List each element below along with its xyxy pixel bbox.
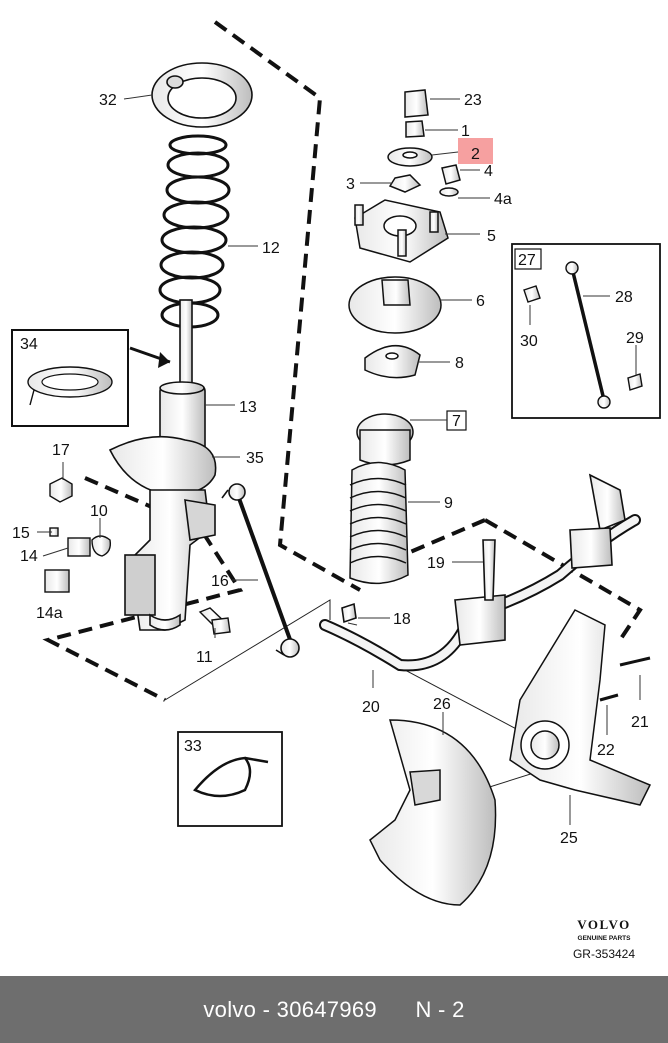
label-11: 11 bbox=[196, 649, 213, 666]
label-2-highlight bbox=[458, 138, 493, 164]
upper-spring-seat bbox=[151, 62, 253, 128]
label-33: 33 bbox=[184, 738, 202, 755]
label-17: 17 bbox=[52, 442, 70, 459]
label-16: 16 bbox=[211, 573, 229, 590]
label-28: 28 bbox=[615, 289, 633, 306]
brake-shield bbox=[369, 719, 497, 906]
part-labels: 32 12 34 13 35 17 10 15 14 14a 11 16 23 … bbox=[12, 92, 649, 847]
label-10: 10 bbox=[90, 503, 108, 520]
label-4a: 4a bbox=[494, 191, 512, 208]
label-25: 25 bbox=[560, 830, 578, 847]
label-9: 9 bbox=[444, 495, 453, 512]
label-19: 19 bbox=[427, 555, 445, 572]
box-27 bbox=[511, 243, 661, 419]
brand-name: VOLVO bbox=[577, 917, 630, 932]
label-21: 21 bbox=[631, 714, 649, 731]
label-23: 23 bbox=[464, 92, 482, 109]
label-30: 30 bbox=[520, 333, 538, 350]
label-20: 20 bbox=[362, 699, 380, 716]
strut-mount-stack bbox=[348, 89, 461, 584]
label-7: 7 bbox=[452, 413, 461, 430]
label-4: 4 bbox=[484, 163, 493, 180]
footer-gap bbox=[377, 997, 415, 1023]
label-6: 6 bbox=[476, 293, 485, 310]
label-3: 3 bbox=[346, 176, 355, 193]
label-27: 27 bbox=[518, 252, 536, 269]
label-29: 29 bbox=[626, 330, 644, 347]
label-22: 22 bbox=[597, 742, 615, 759]
coil-spring bbox=[158, 134, 231, 329]
label-1: 1 bbox=[461, 123, 470, 140]
label-12: 12 bbox=[262, 240, 280, 257]
label-13: 13 bbox=[239, 399, 257, 416]
label-14: 14 bbox=[20, 548, 38, 565]
label-2: 2 bbox=[471, 146, 480, 163]
stabilizer-link-16 bbox=[221, 483, 300, 658]
label-34: 34 bbox=[20, 336, 38, 353]
stabilizer-bar bbox=[319, 473, 641, 672]
footer-position: N - 2 bbox=[415, 996, 465, 1022]
label-15: 15 bbox=[12, 525, 30, 542]
label-27-box bbox=[514, 248, 542, 270]
label-8: 8 bbox=[455, 355, 464, 372]
parts-diagram: 32 12 34 13 35 17 10 15 14 14a 11 16 23 … bbox=[11, 20, 661, 961]
footer-bar: volvo - 30647969 N - 2 bbox=[0, 976, 668, 1043]
brand-sub: GENUINE PARTS bbox=[578, 935, 632, 942]
steering-knuckle bbox=[509, 609, 652, 806]
label-leaders bbox=[37, 94, 641, 825]
arrow-34-head bbox=[158, 352, 170, 368]
label-18: 18 bbox=[393, 611, 411, 628]
drawing-code: GR-353424 bbox=[573, 947, 635, 961]
label-26: 26 bbox=[433, 696, 451, 713]
box-33 bbox=[177, 731, 283, 827]
brand-block: VOLVO GENUINE PARTS GR-353424 bbox=[573, 917, 635, 961]
shock-absorber bbox=[108, 299, 217, 631]
label-14a: 14a bbox=[36, 605, 63, 622]
label-5: 5 bbox=[487, 228, 496, 245]
box-34 bbox=[11, 329, 129, 427]
left-small-parts bbox=[44, 477, 231, 635]
label-32: 32 bbox=[99, 92, 117, 109]
label-35: 35 bbox=[246, 450, 264, 467]
footer-part-number: volvo - 30647969 bbox=[203, 996, 377, 1022]
